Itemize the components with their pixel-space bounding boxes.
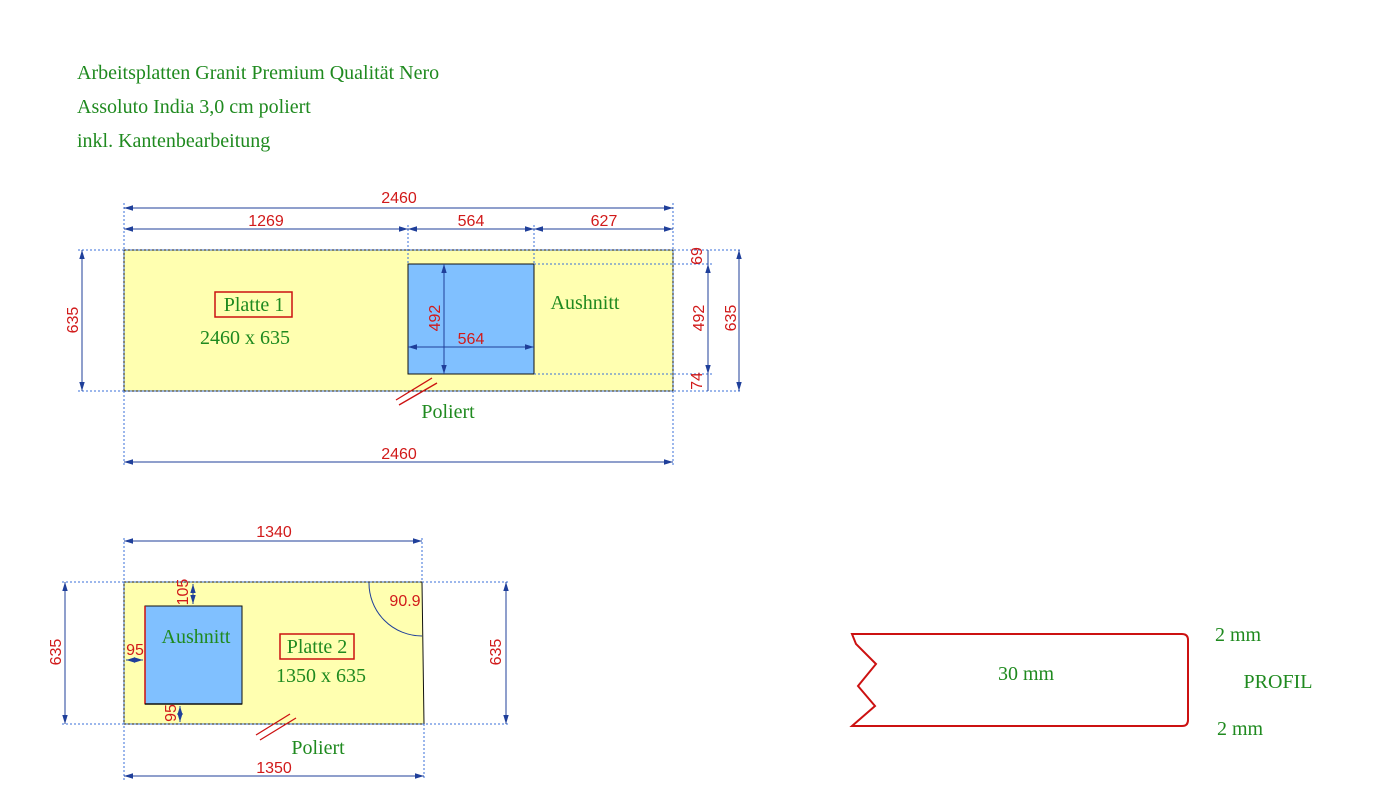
plate-2-drawing: 1340 635 635 105 95 95 90.9 Aushnitt Pla… [48, 524, 510, 780]
profile-label: PROFIL [1244, 671, 1313, 693]
profile-top-radius: 2 mm [1215, 624, 1262, 646]
plate-1-seg-left-dim: 1269 [248, 213, 284, 230]
plate-1-right-cut-height-dim: 492 [691, 305, 708, 332]
plate-2-left-height-dim: 635 [48, 639, 65, 666]
plate-1-drawing: 2460 1269 564 627 635 635 492 69 74 492 … [65, 190, 742, 465]
plate-1-cutout [407, 263, 535, 375]
plate-2-bottom-gap-dim: 95 [163, 704, 180, 722]
profile-outline [849, 633, 1189, 727]
plate-1-size: 2460 x 635 [200, 327, 290, 349]
plate-2-top-total-dim: 1340 [256, 524, 292, 541]
plate-2-cutout [144, 605, 243, 705]
plate-1-left-height-dim: 635 [65, 307, 82, 334]
plate-2-right-height-dim: 635 [488, 639, 505, 666]
plate-1-bottom-total-dim: 2460 [381, 446, 417, 463]
plate-2-label-box [279, 633, 355, 660]
profile-drawing: 30 mm 2 mm PROFIL 2 mm [849, 624, 1313, 740]
title-line-2: Assoluto India 3,0 cm poliert [77, 96, 311, 118]
plate-1-cutout-label: Aushnitt [551, 292, 620, 314]
plate-1-label: Platte 1 [224, 294, 285, 316]
plate-1-cut-width-dim: 564 [458, 331, 485, 348]
profile-thickness: 30 mm [998, 663, 1055, 685]
profile-bottom-radius: 2 mm [1217, 718, 1264, 740]
plate-1-seg-mid-dim: 564 [458, 213, 485, 230]
plate-2-top-gap-dim: 105 [175, 579, 192, 606]
plate-2-angle-arc [368, 581, 423, 637]
plate-1-top-total-dim: 2460 [381, 190, 417, 207]
plate-2-angle-dim: 90.9 [389, 593, 420, 610]
plate-1-label-box [214, 291, 293, 318]
title-line-1: Arbeitsplatten Granit Premium Qualität N… [77, 62, 440, 84]
plate-2-edge-label: Poliert [291, 737, 345, 759]
title-line-3: inkl. Kantenbearbeitung [77, 130, 271, 152]
plate-2-label: Platte 2 [287, 636, 348, 658]
plate-2-left-gap-dim: 95 [126, 642, 144, 659]
plate-1-surface [123, 249, 674, 392]
plate-1-top-gap-dim: 69 [689, 247, 706, 265]
plate-1-bottom-gap-dim: 74 [689, 372, 706, 390]
plate-1-cut-height-dim: 492 [427, 305, 444, 332]
plate-2-bottom-total-dim: 1350 [256, 760, 292, 777]
plate-2-cutout-label: Aushnitt [162, 626, 231, 648]
plate-1-edge-label: Poliert [421, 401, 475, 423]
plate-1-seg-right-dim: 627 [591, 213, 618, 230]
plate-2-size: 1350 x 635 [276, 665, 366, 687]
plate-1-right-height-dim: 635 [723, 305, 740, 332]
